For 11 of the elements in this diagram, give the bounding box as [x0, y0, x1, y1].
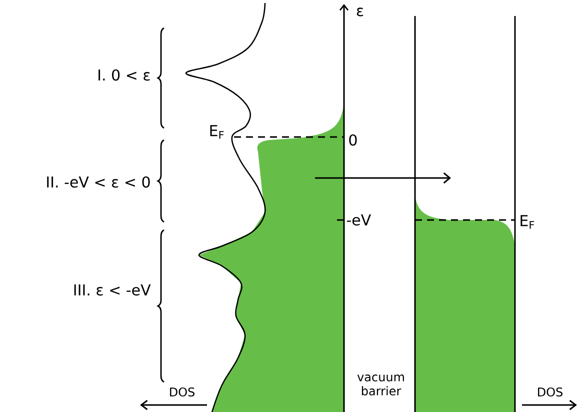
energy-label: -eV [346, 214, 371, 226]
fermi-label: E$_{F}$ [210, 125, 224, 139]
range-label: III. ε < -eV [74, 284, 151, 296]
fermi-label: E$_{F}$ [520, 215, 534, 229]
barrier-label: vacuum barrier [357, 374, 404, 396]
range-label: I. 0 < ε [98, 69, 150, 81]
axis-label: DOS [170, 387, 194, 397]
range-label: II. -eV < ε < 0 [47, 176, 150, 188]
energy-label: 0 [349, 134, 357, 146]
axis-label: DOS [538, 387, 562, 397]
axis-label: ε [356, 8, 364, 16]
